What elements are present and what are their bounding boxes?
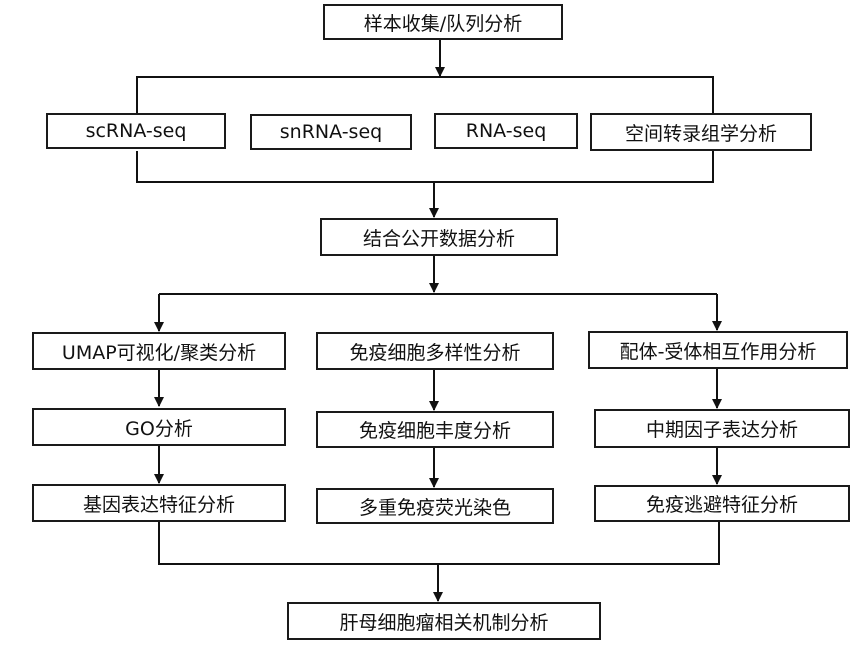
multiplex-if-box: 多重免疫荧光染色 <box>316 488 554 524</box>
scrna-seq-box: scRNA-seq <box>46 113 226 149</box>
snrna-seq-box: snRNA-seq <box>250 114 412 150</box>
gene-expression-box: 基因表达特征分析 <box>32 484 286 522</box>
umap-clustering-box: UMAP可视化/聚类分析 <box>32 332 286 370</box>
go-analysis-box: GO分析 <box>32 408 286 446</box>
sample-collection-box: 样本收集/队列分析 <box>323 4 563 40</box>
ligand-receptor-box: 配体-受体相互作用分析 <box>588 331 848 369</box>
immune-diversity-box: 免疫细胞多样性分析 <box>316 332 554 370</box>
public-data-integration-box: 结合公开数据分析 <box>320 218 558 256</box>
spatial-transcriptomics-box: 空间转录组学分析 <box>590 113 812 151</box>
immune-evasion-box: 免疫逃避特征分析 <box>594 485 850 522</box>
immune-abundance-box: 免疫细胞丰度分析 <box>316 411 554 448</box>
midkine-expression-box: 中期因子表达分析 <box>594 409 850 448</box>
hepatoblastoma-mechanism-box: 肝母细胞瘤相关机制分析 <box>287 602 601 640</box>
rna-seq-box: RNA-seq <box>434 113 578 149</box>
